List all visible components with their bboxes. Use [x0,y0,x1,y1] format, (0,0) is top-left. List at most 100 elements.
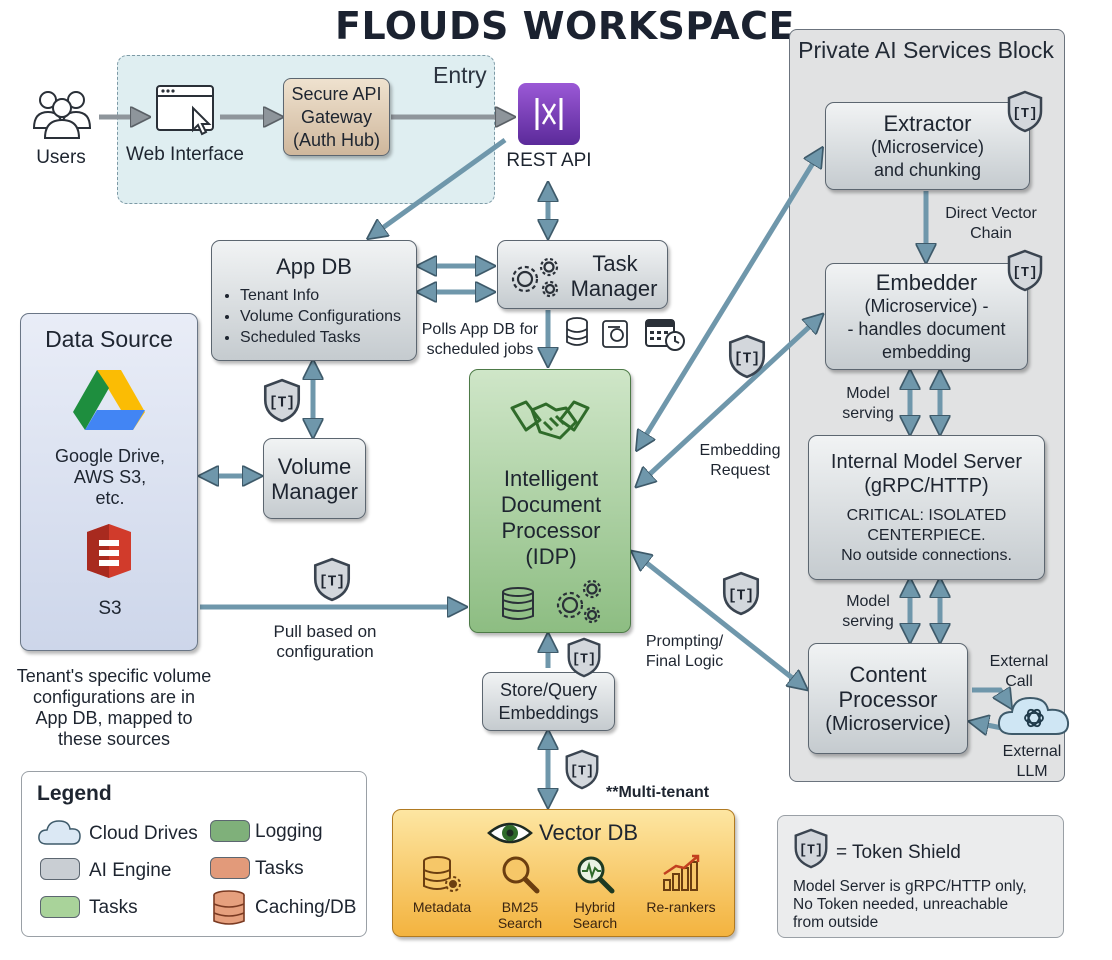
legend-swatch-caching-db [213,890,245,925]
legend-swatch-cloud [38,820,81,845]
extractor-line: and chunking [873,159,982,180]
provider-line: Google Drive, [54,446,166,466]
note-line: these sources [57,729,171,749]
vector-db-item-label: Re-rankers [646,899,716,915]
app-db-item: Volume Configurations [240,306,416,327]
private-ai-services-label: Private AI Services Block [798,37,1054,63]
vector-db-item-bm25: BM25 Search [484,854,556,931]
calendar-clock-icon [645,319,685,351]
database-gear-icon [423,856,461,892]
eye-icon [487,822,533,844]
legend-label: AI Engine [89,860,172,881]
shield-text: [T] [799,844,823,859]
rest-api-label: REST API [506,150,592,171]
idp-line: Intelligent [503,466,599,491]
vector-db-item-label: Metadata [412,899,472,915]
legend-label: Tasks [89,897,138,918]
database-icon [566,317,588,346]
legend-label: Logging [255,821,323,842]
internal-model-server-box: Internal Model Server (gRPC/HTTP) CRITIC… [808,435,1045,580]
store-query-line-2: Embeddings [498,702,599,723]
note-line: App DB, mapped to [35,708,193,728]
gateway-line-2: Gateway [300,106,373,127]
task-manager-line-1: Task [592,251,638,276]
external-call-label: External Call [982,652,1056,692]
pull-note-line-2: configuration [276,642,374,661]
embedder-line: - handles document [847,318,1006,339]
arrow-external-llm-content [972,722,1003,728]
provider-line: etc. [95,488,125,508]
label-line: Model [846,385,890,402]
model-serving-label-bottom: Model serving [828,592,908,632]
app-db-list: Tenant Info Volume Configurations Schedu… [212,285,416,348]
embedder-box: Embedder (Microservice) - - handles docu… [825,263,1028,370]
gears-icon [511,257,559,298]
embedder-line: embedding [881,341,972,362]
legend-swatch-logging [210,820,250,842]
extractor-line: (Microservice) [870,136,984,157]
token-shield-icon: [T] [1007,249,1043,292]
handshake-icon [510,400,590,440]
shield-text: [T] [269,395,295,411]
label-line: Request [710,462,770,479]
label-line: Call [1005,673,1033,690]
note-line: configurations are in [32,687,196,707]
rest-api-icon [518,83,580,145]
external-llm-label: External LLM [996,742,1068,782]
label-line: External [989,653,1049,670]
embedding-request-label: Embedding Request [686,441,794,481]
data-source-title: Data Source [45,326,173,352]
arrow-content-external-call [972,690,1010,706]
token-shield-icon: [T] [728,334,766,379]
legend-swatch-tasks-orange [210,857,250,879]
vector-db-item-metadata: Metadata [403,854,481,915]
app-db-box: App DB Tenant Info Volume Configurations… [211,240,417,361]
label-line: External [1002,743,1062,760]
task-manager-line-2: Manager [570,276,658,301]
label-line: Prompting/ [645,633,724,650]
label-line: Search [572,915,618,931]
gateway-line-1: Secure API [291,83,382,104]
model-server-title: Internal Model Server [830,450,1023,473]
external-llm-cloud-icon [997,696,1070,735]
arrow-idp-content [634,553,805,688]
bar-chart-icon [663,854,700,891]
idp-line: Processor [501,518,601,543]
label-line: serving [842,405,894,422]
legend-swatch-tasks-green [40,896,80,918]
vector-db-item-label: Hybrid Search [559,899,631,931]
vector-db-item-hybrid: Hybrid Search [559,854,631,931]
embedder-line: Embedder [875,269,978,295]
polls-note: Polls App DB for scheduled jobs [418,320,542,360]
users-label: Users [36,147,86,168]
label-line: Embedding [699,442,781,459]
hybrid-search-icon [577,856,615,894]
s3-label: S3 [98,598,122,619]
data-source-note: Tenant's specific volume configurations … [10,666,218,750]
model-server-title: (gRPC/HTTP) [864,474,989,497]
vector-db-item-label: BM25 Search [484,899,556,931]
token-note-line: No Token needed, unreachable [793,896,1009,913]
arrow-restapi-appdb [370,137,507,237]
content-processor-line: Content [849,661,927,687]
token-note-line: Model Server is gRPC/HTTP only, [793,878,1027,895]
entry-panel-label: Entry [433,62,487,88]
shield-text: [T] [1012,106,1037,122]
secure-api-gateway-box: Secure API Gateway (Auth Hub) [283,78,390,156]
pull-note-line-1: Pull based on [273,622,377,641]
vector-db-box: Vector DB Metadata BM25 Search Hybrid [392,809,735,937]
legend-label: Tasks [255,858,304,879]
label-line: BM25 [501,899,539,915]
data-source-providers: Google Drive, AWS S3, etc. [21,446,199,509]
embedder-line: (Microservice) - [864,295,989,316]
token-shield-icon: [T] [567,637,601,678]
polls-note-line-2: scheduled jobs [426,341,534,358]
provider-line: AWS S3, [73,467,147,487]
log-document-icon [602,320,628,348]
database-icon [502,587,534,620]
volume-manager-line-1: Volume [277,453,352,479]
legend-label: Caching/DB [255,897,357,918]
store-query-line-1: Store/Query [499,679,598,700]
data-source-box: Data Source Google Drive, AWS S3, etc. S… [20,313,198,651]
